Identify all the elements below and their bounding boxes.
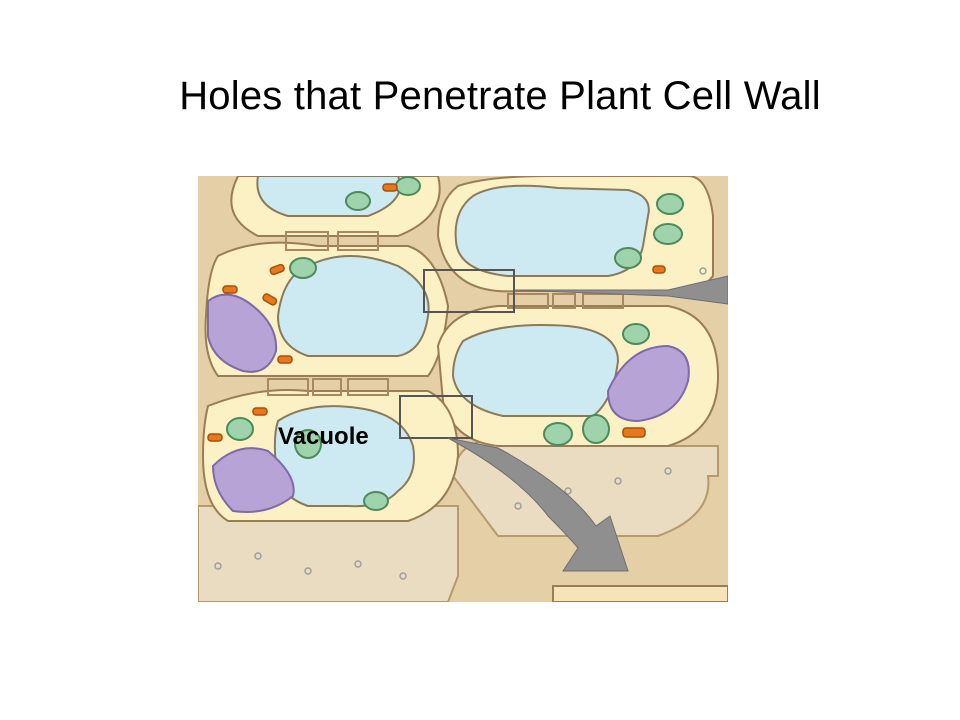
plasmodesmata [267,231,624,396]
inset-panel [552,585,728,602]
callout-box-upper [423,269,515,313]
vacuole-middle-left [276,255,430,357]
mitochondria [207,183,666,442]
tissue-side-face-left [198,505,459,602]
vacuole-label: Vacuole [278,423,369,450]
vacuole-middle-right [451,324,620,417]
nucleus-middle-left [207,293,278,373]
nucleus-middle-right [606,344,690,423]
callout-arrow-right [513,275,728,305]
vacuole-bottom-left [273,405,415,508]
wall-dots [214,267,707,580]
slide-title: Holes that Penetrate Plant Cell Wall [179,74,821,118]
nucleus-bottom-left [211,447,295,513]
chloroplasts [226,176,684,511]
callout-box-lower [399,395,473,439]
plant-cell-diagram: Vacuole [198,176,728,602]
callout-arrow-lower [447,437,629,572]
vacuole-top-left [256,176,401,217]
